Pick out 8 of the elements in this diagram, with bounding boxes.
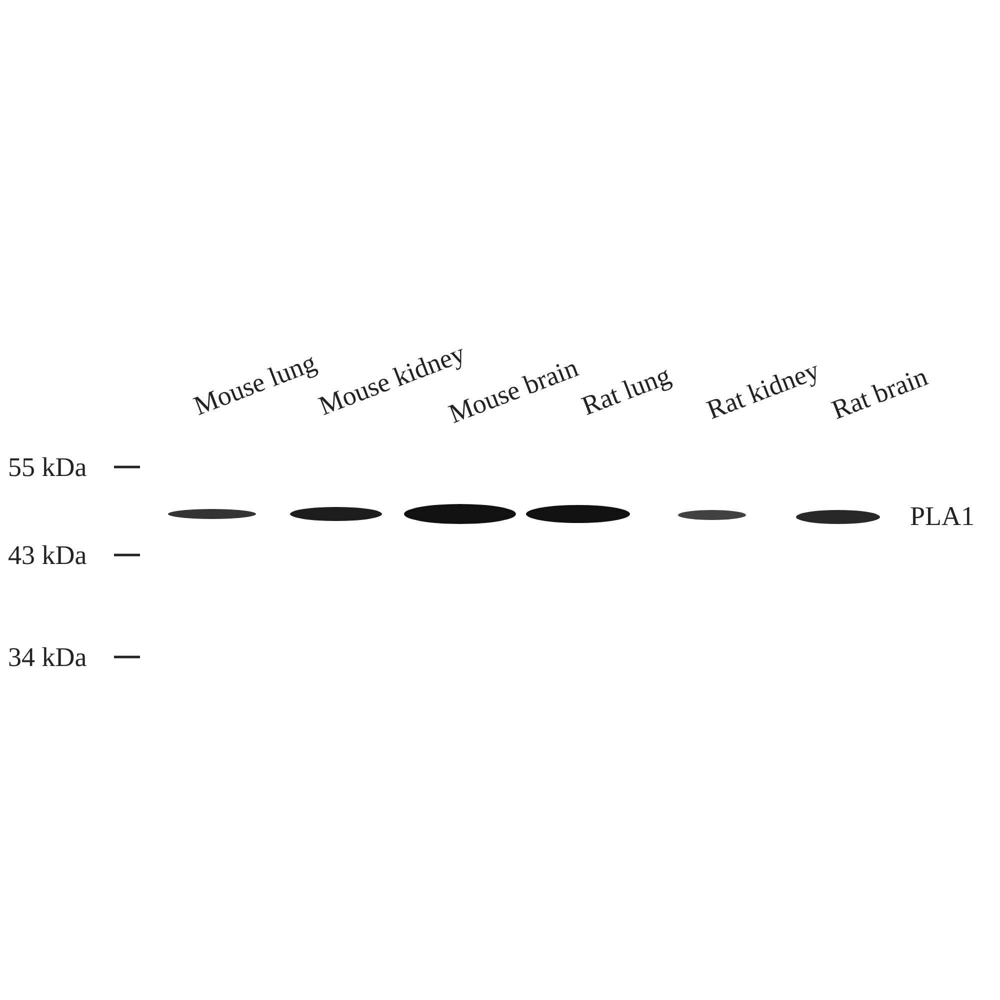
molecular-weight-label: 43 kDa	[8, 542, 87, 569]
lane-label: Mouse lung	[190, 348, 320, 420]
molecular-weight-label: 34 kDa	[8, 644, 87, 671]
lane-label: Rat lung	[578, 362, 674, 420]
lane-label: Rat kidney	[703, 356, 823, 424]
lane-label: Rat brain	[828, 363, 932, 424]
molecular-weight-label: 55 kDa	[8, 454, 87, 481]
protein-label: PLA1	[910, 503, 975, 530]
